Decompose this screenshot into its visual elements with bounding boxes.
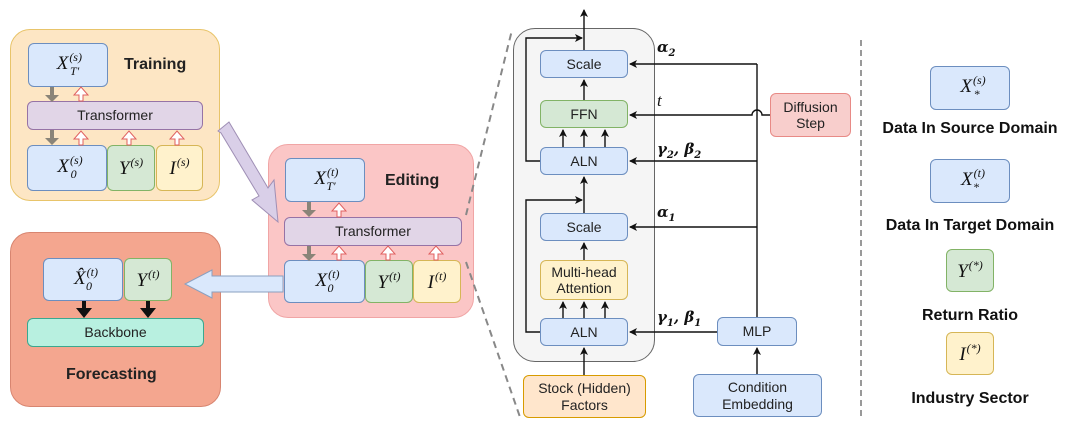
legend-target-label: Data In Target Domain [885,217,1055,234]
aln-top-box: ALN [540,147,628,175]
training-top-var: X(s)T′ [56,50,82,79]
aln-bottom-box: ALN [540,318,628,346]
t-label: t [657,91,662,110]
scale-top-box: Scale [540,50,628,78]
alpha2-label: α2 [657,38,676,59]
forecasting-arrows [76,301,156,318]
forecasting-xhat-box: X̂(t)0 [43,258,123,301]
editing-x0-box: X(t)0 [284,260,365,303]
gamma1-beta1-label: γ1, β1 [657,308,702,329]
legend-target-box: X(t)* [930,159,1010,203]
training-arrows [45,86,186,146]
editing-arrows [302,202,445,261]
editing-title: Editing [385,172,440,189]
legend-industry-label: Industry Sector [911,390,1029,407]
gamma2-beta2-label: γ2, β2 [657,140,702,161]
training-x0-box: X(s)0 [27,145,107,191]
scale-bottom-box: Scale [540,213,628,241]
legend-return-label: Return Ratio [922,307,1018,324]
training-top-var-box: X(s)T′ [28,43,108,87]
training-to-editing-arrow [217,121,279,224]
diffusion-step-box: Diffusion Step [770,93,851,137]
stock-factors-box: Stock (Hidden) Factors [523,375,646,418]
alpha1-label: α1 [657,203,676,224]
mlp-box: MLP [717,317,797,346]
forecasting-y-box: Y(t) [124,258,172,301]
editing-i-box: I(t) [413,260,461,303]
ffn-box: FFN [540,100,628,128]
editing-top-var-box: X(t)T′ [285,158,365,202]
training-y-box: Y(s) [107,145,155,191]
zoom-line-bottom [465,261,522,421]
legend-return-box: Y(*) [946,249,994,292]
editing-y-box: Y(t) [365,260,413,303]
legend-industry-box: I(*) [946,332,994,375]
condition-embedding-box: Condition Embedding [693,374,822,417]
editing-transformer: Transformer [284,217,462,246]
legend-source-label: Data In Source Domain [882,120,1058,137]
training-transformer: Transformer [27,101,203,130]
training-i-box: I(s) [156,145,203,191]
block-wiring [525,9,770,375]
legend-source-box: X(s)* [930,66,1010,110]
editing-to-forecasting-arrow [183,269,284,299]
forecasting-backbone: Backbone [27,318,204,347]
attention-box: Multi-head Attention [540,260,628,300]
training-title: Training [124,56,187,73]
forecasting-title: Forecasting [66,366,157,383]
zoom-line-top [465,29,513,216]
